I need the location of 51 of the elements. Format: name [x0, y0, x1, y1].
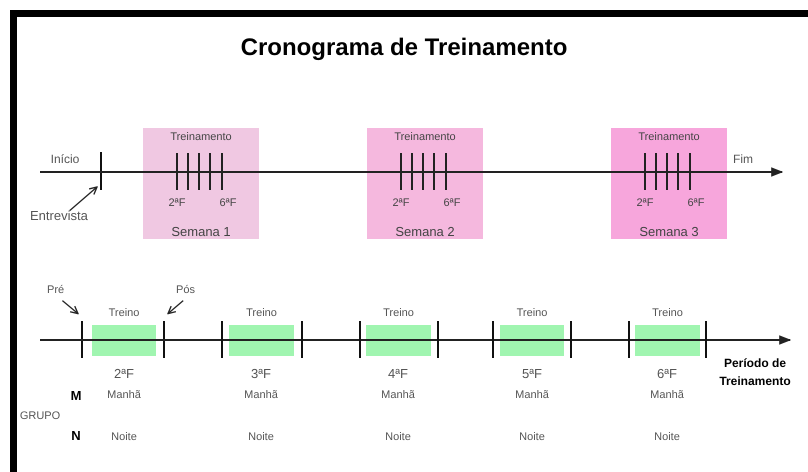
day-label: 6ªF — [444, 196, 460, 210]
leader-arrow — [62, 300, 79, 314]
shift-label: Noite — [248, 430, 274, 444]
leader-arrow — [69, 186, 98, 212]
diagram-title: Cronograma de Treinamento — [240, 34, 568, 62]
day-label: 6ªF — [220, 196, 236, 210]
group-code: M — [70, 389, 82, 403]
axis-title: Período de Treinamento — [718, 355, 792, 390]
tick-mark — [100, 152, 102, 190]
session-label: Treino — [652, 306, 683, 320]
day-label: 3ªF — [251, 367, 271, 381]
annotation-label: Entrevista — [30, 209, 88, 223]
group-code: N — [71, 429, 81, 443]
day-label: 2ªF — [114, 367, 134, 381]
session-label: Treino — [246, 306, 277, 320]
shift-label: Noite — [111, 430, 137, 444]
week-panel — [143, 128, 259, 239]
session-label: Treino — [383, 306, 414, 320]
day-label: 2ªF — [636, 196, 654, 210]
shift-label: Manhã — [244, 388, 278, 402]
shift-label: Noite — [519, 430, 545, 444]
shift-label: Noite — [385, 430, 411, 444]
session-label: Treino — [516, 306, 548, 320]
shift-label: Manhã — [381, 388, 415, 402]
week-label: Semana 2 — [395, 225, 455, 239]
shift-label: Manhã — [515, 388, 549, 402]
week-label: Semana 1 — [171, 225, 231, 239]
axis-label: Fim — [733, 152, 753, 166]
annotation-label: Pré — [47, 283, 64, 297]
day-label: 6ªF — [688, 196, 704, 210]
day-label: 6ªF — [657, 367, 677, 381]
leader-arrow — [167, 300, 184, 314]
day-label: 2ªF — [392, 196, 410, 210]
shift-label: Manhã — [650, 388, 684, 402]
tick-mark — [163, 321, 165, 358]
shift-label: Manhã — [107, 388, 141, 402]
day-label: 5ªF — [522, 367, 542, 381]
annotation-label: Pós — [176, 283, 195, 297]
day-label: 2ªF — [168, 196, 186, 210]
tick-mark — [81, 321, 83, 358]
shift-label: Noite — [654, 430, 680, 444]
week-panel — [367, 128, 483, 239]
session-label: Treino — [108, 306, 140, 320]
training-label: Treinamento — [394, 130, 456, 144]
training-label: Treinamento — [638, 130, 700, 144]
week-label: Semana 3 — [639, 225, 699, 239]
week-panel — [611, 128, 727, 239]
day-label: 4ªF — [388, 367, 408, 381]
axis-label: Início — [50, 152, 80, 166]
training-label: Treinamento — [170, 130, 232, 144]
group-label: GRUPO — [20, 409, 60, 423]
